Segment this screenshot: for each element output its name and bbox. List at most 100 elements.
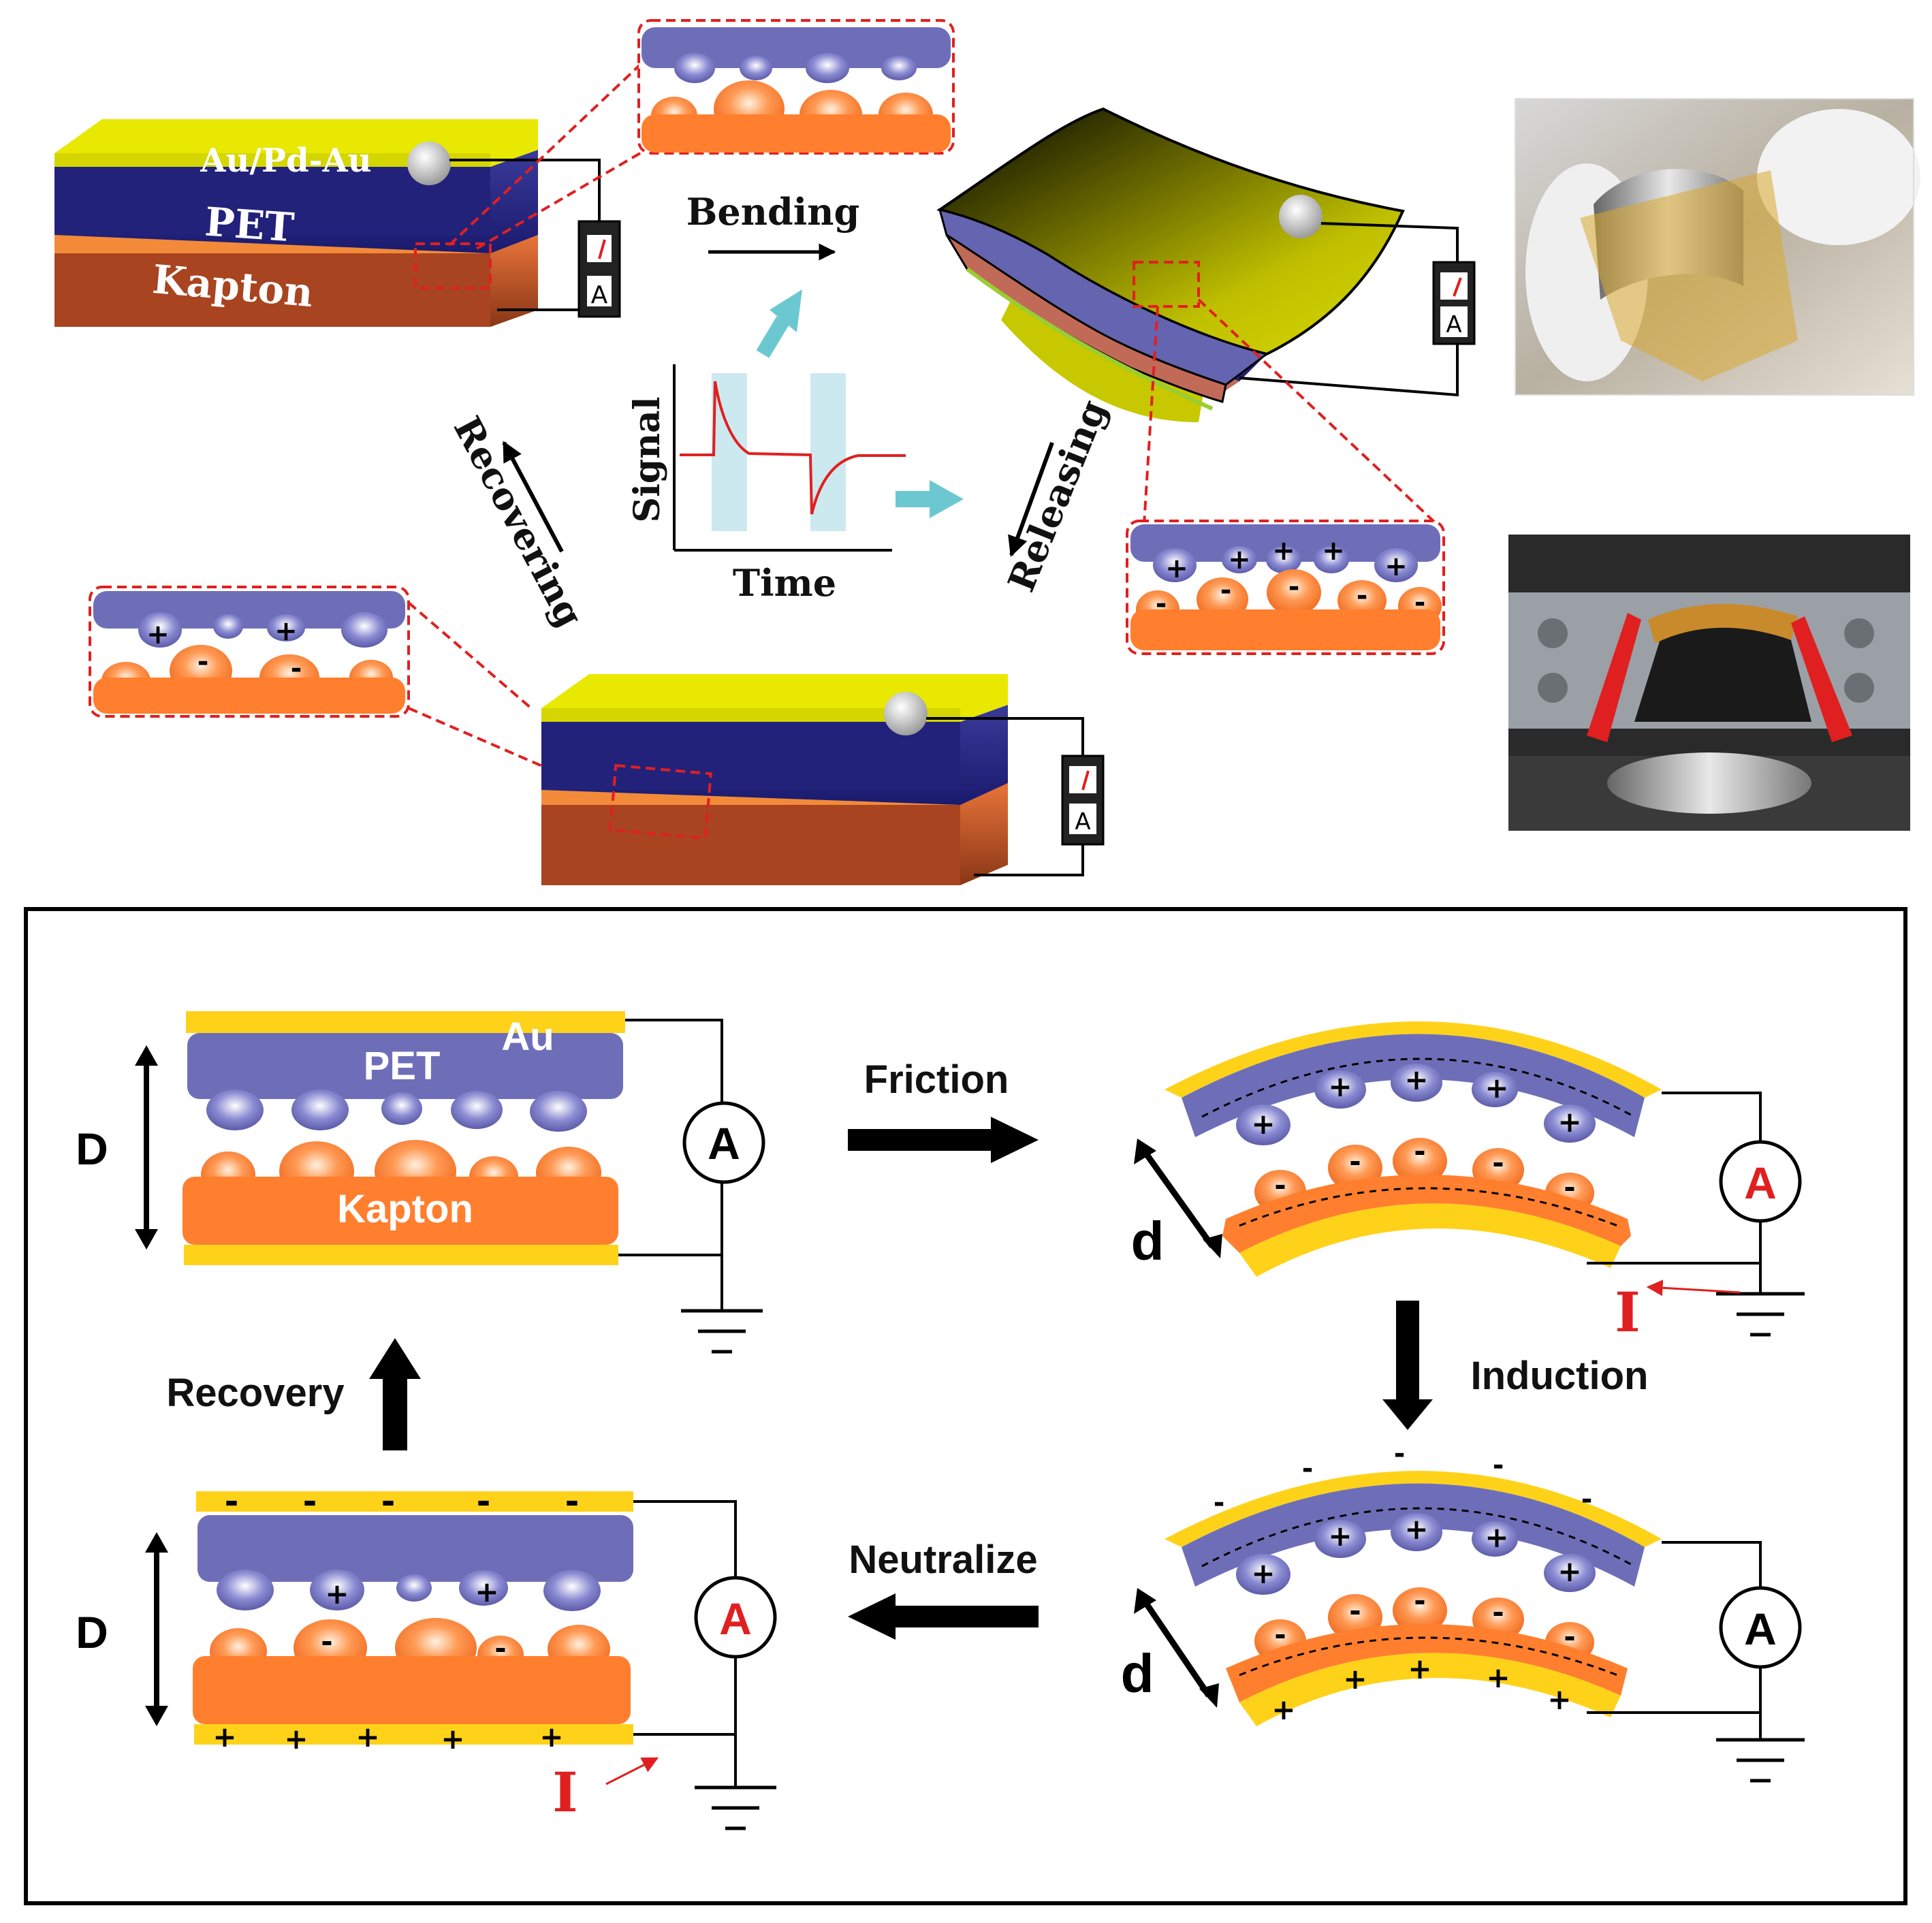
step-neutralize: Neutralize xyxy=(849,1538,1037,1582)
charge-plus: + xyxy=(1251,1557,1275,1590)
charge-minus: - xyxy=(1493,1450,1504,1481)
kapton-layer xyxy=(183,1177,618,1245)
charge-plus: + xyxy=(1251,1107,1275,1141)
label-pet: PET xyxy=(204,199,296,251)
charge-minus: - xyxy=(565,1482,580,1521)
charge-plus: + xyxy=(539,1720,563,1753)
charge-minus: - xyxy=(1220,575,1232,606)
stage-releasing: Releasing xyxy=(999,394,1115,597)
charge-minus: - xyxy=(321,1625,332,1658)
ammeter xyxy=(694,1576,777,1659)
charge-plus: + xyxy=(1328,1070,1352,1103)
stage-recovering: Recovering xyxy=(445,409,592,634)
ammeter-label: A xyxy=(1744,1158,1777,1208)
arrow-induction xyxy=(1382,1301,1433,1430)
mech-neutralize: - - - - - + + - - + + + + + D xyxy=(76,1482,777,1830)
signal-xlabel: Time xyxy=(733,561,836,605)
charge-minus: - xyxy=(1492,1595,1504,1629)
meter-label: A xyxy=(1075,808,1090,836)
charge-minus: - xyxy=(1214,1487,1225,1519)
charge-minus: - xyxy=(1274,1618,1286,1651)
charge-plus: + xyxy=(274,616,298,647)
charge-plus: + xyxy=(1557,1105,1581,1139)
signal-plot: Signal Time xyxy=(627,364,906,605)
arrow-friction xyxy=(848,1117,1039,1163)
pet-layer xyxy=(197,1515,633,1582)
charge-plus: + xyxy=(475,1575,498,1608)
charge-plus: + xyxy=(1165,553,1188,584)
charge-plus: + xyxy=(146,619,170,650)
charge-minus: - xyxy=(1492,1146,1504,1179)
charge-minus: - xyxy=(1581,1484,1593,1515)
contact-ball xyxy=(884,692,928,735)
charge-plus: + xyxy=(1404,1063,1428,1096)
charge-plus: + xyxy=(1557,1555,1581,1588)
charge-minus: - xyxy=(1414,1584,1425,1617)
arrow-neutralize xyxy=(848,1593,1039,1640)
charge-minus: - xyxy=(291,653,302,684)
charge-plus: + xyxy=(1486,1661,1510,1694)
charge-plus: + xyxy=(1547,1683,1571,1716)
charge-plus: + xyxy=(1343,1662,1367,1696)
charge-minus: - xyxy=(1288,571,1300,603)
step-induction: Induction xyxy=(1471,1354,1649,1398)
photo-bending-stage xyxy=(1508,535,1910,831)
gap-label: d xyxy=(1131,1211,1165,1271)
charge-minus: - xyxy=(381,1482,396,1521)
label-electrode: Au/Pd-Au xyxy=(200,142,371,180)
label-pet: PET xyxy=(364,1044,441,1088)
gap-label: D xyxy=(76,1124,108,1174)
charge-minus: - xyxy=(225,1482,239,1521)
current-label: I xyxy=(552,1760,577,1824)
charge-plus: + xyxy=(1485,1521,1508,1554)
charge-plus: + xyxy=(1384,551,1408,582)
zoom-inset-recovering: + + - - xyxy=(89,586,614,798)
charge-plus: + xyxy=(1408,1652,1431,1685)
charge-plus: + xyxy=(1228,544,1251,575)
arrow-recovery xyxy=(369,1338,421,1450)
meter-label: A xyxy=(1446,311,1461,338)
charge-plus: + xyxy=(1404,1512,1428,1546)
charge-plus: + xyxy=(1271,1693,1295,1726)
kapton-layer xyxy=(193,1656,631,1724)
stage-bending: Bending xyxy=(686,190,860,234)
charge-plus: + xyxy=(1322,535,1345,567)
charge-plus: + xyxy=(1485,1071,1508,1104)
mech-friction: + + + + + - - - - - d A I xyxy=(1131,1021,1805,1344)
cyan-arrow-up xyxy=(756,289,802,358)
cyan-arrow-right xyxy=(896,480,964,518)
charge-minus: - xyxy=(303,1482,317,1521)
label-au: Au xyxy=(501,1015,554,1059)
mech-initial: Au PET Kapton D A xyxy=(76,1011,765,1354)
zoom-inset-initial xyxy=(637,19,955,155)
ammeter-label: A xyxy=(1744,1604,1777,1654)
charge-plus: + xyxy=(212,1720,236,1753)
device-flat-initial: Au/Pd-Au PET Kapton A xyxy=(54,63,642,327)
charge-minus: - xyxy=(477,1482,491,1521)
charge-minus: - xyxy=(1156,588,1167,620)
charge-minus: - xyxy=(1349,1594,1361,1627)
step-recovery: Recovery xyxy=(166,1371,344,1415)
current-label: I xyxy=(1615,1280,1640,1344)
mech-induction: - - - - - + + + + + - - - - - + + + + + xyxy=(1121,1438,1805,1783)
signal-ylabel: Signal xyxy=(627,397,668,523)
ammeter xyxy=(1719,1586,1802,1669)
charge-plus: + xyxy=(1272,535,1295,567)
contact-ball xyxy=(407,142,451,185)
ammeter xyxy=(682,1101,765,1184)
device-flat-recovered: A xyxy=(541,674,1105,885)
pet-layer xyxy=(187,1033,623,1099)
device-bent: A xyxy=(936,107,1476,526)
signal-pulse-zone xyxy=(810,373,846,531)
zoom-inset-charged: + + + + + - - - - - xyxy=(1126,520,1445,655)
charge-minus: - xyxy=(197,646,209,678)
charge-minus: - xyxy=(1564,1171,1575,1204)
charge-plus: + xyxy=(355,1720,379,1753)
photo-bent-device xyxy=(1515,98,1920,396)
ammeter xyxy=(1719,1140,1802,1223)
ammeter-label: A xyxy=(708,1118,740,1169)
charge-minus: - xyxy=(1274,1169,1286,1202)
label-kapton: Kapton xyxy=(337,1187,473,1231)
gap-label: d xyxy=(1121,1643,1154,1704)
